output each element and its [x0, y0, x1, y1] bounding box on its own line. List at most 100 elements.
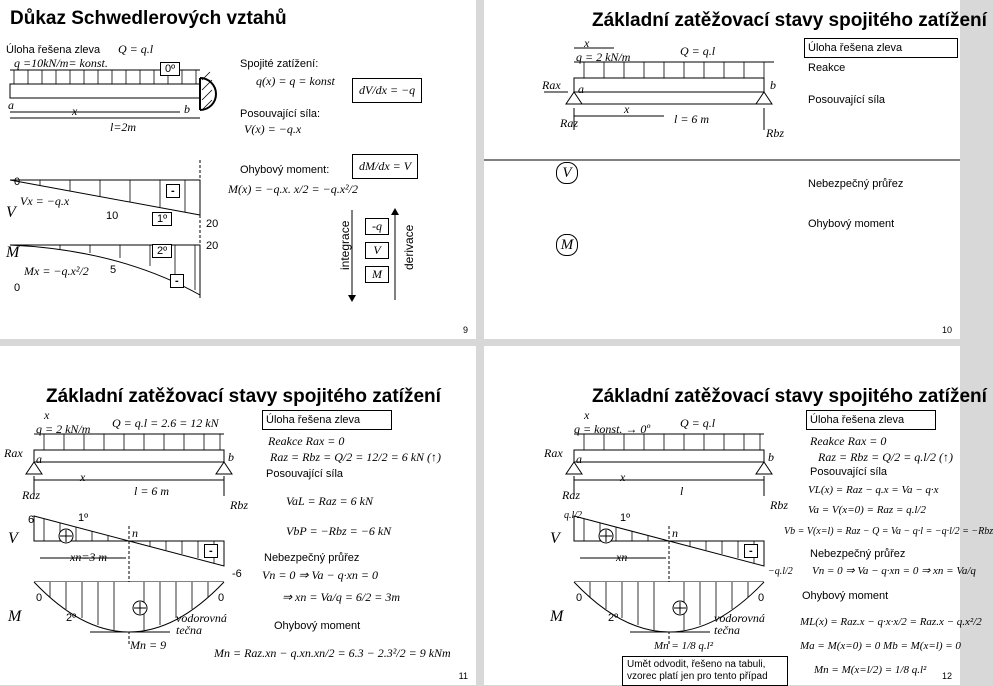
point-b-label: b [184, 102, 190, 116]
x-label: x [584, 408, 590, 422]
m-diagram-label: M [550, 608, 564, 625]
moment-equation-2: Ma = M(x=0) = 0 Mb = M(x=l) = 0 [800, 640, 961, 652]
slide-12-drawing [565, 433, 773, 646]
span-label: l = 6 m [134, 484, 170, 498]
shear-title: Posouvající síla: [240, 108, 321, 120]
danger-heading: Nebezpečný průřez [808, 178, 904, 190]
n-label: n [672, 526, 678, 540]
shear-equation-1: VL(x) = Raz − q.x = Va − q·x [808, 484, 939, 496]
reakce-equation: Reakce Rax = 0 [810, 434, 887, 448]
note-left-solution: Úloha řešena zleva [804, 38, 958, 58]
rbz-label: Rbz [230, 498, 248, 512]
point-a-label: a [36, 452, 42, 466]
point-a-label: a [578, 82, 584, 96]
slide-title: Důkaz Schwedlerových vztahů [10, 8, 287, 29]
shear-equation: V(x) = −q.x [244, 122, 302, 136]
v-minus-sign: - [204, 544, 218, 558]
slide-11-drawing [25, 433, 233, 646]
page-number: 11 [458, 671, 468, 681]
note-left-solution: Úloha řešena zleva [6, 44, 101, 56]
degree-1: 1º [78, 512, 89, 524]
m-zero: 0 [14, 282, 21, 294]
moment-title: Ohybový moment: [240, 164, 330, 176]
footer-note: Umět odvodit, řešeno na tabuli, vzorec p… [622, 656, 788, 686]
slide-10: Základní zatěžovací stavy spojitého zatí… [484, 0, 987, 339]
page-number: 12 [941, 671, 952, 681]
va-equation: VaL = Raz = 6 kN [286, 494, 373, 508]
span-label: l [680, 484, 684, 498]
note-left-solution: Úloha řešena zleva [806, 410, 936, 430]
note-left-solution: Úloha řešena zleva [262, 410, 392, 430]
m-zero-right: 0 [218, 592, 225, 604]
slide-10-drawing [484, 47, 960, 161]
moment-equation: M(x) = −q.x. x/2 = −q.x²/2 [228, 182, 358, 196]
point-b-label: b [228, 450, 234, 464]
shear-equation-2: Va = V(x=0) = Raz = q.l/2 [808, 504, 926, 516]
moment-equation-1: ML(x) = Raz.x − q·x·x/2 = Raz.x − q.x²/2 [800, 616, 982, 628]
moment-equation-3: Mn = M(x=l/2) = 1/8 q.l² [814, 664, 927, 676]
page-number: 9 [462, 325, 468, 335]
point-a-label: a [8, 98, 14, 112]
rax-label: Rax [544, 446, 563, 460]
x-lower-label: x [624, 102, 630, 116]
m-zero-left: 0 [576, 592, 583, 604]
derivace-label: derivace [402, 224, 416, 270]
x-label: x [44, 408, 50, 422]
raz-label: Raz [562, 488, 580, 502]
mx-equation: Mx = −q.x²/2 [24, 264, 89, 278]
raz-label: Raz [560, 116, 578, 130]
m-5: 5 [110, 264, 117, 276]
dv-dx-equation: dV/dx = −q [352, 78, 423, 103]
slide-11: Základní zatěžovací stavy spojitého zatí… [0, 346, 476, 685]
rax-label: Rax [542, 78, 561, 92]
cont-load-equation: q(x) = q = konst [256, 74, 335, 88]
reakce-values: Raz = Rbz = Q/2 = q.l/2 (↑) [818, 450, 953, 464]
m-zero-right: 0 [758, 592, 765, 604]
v-diagram-label: V [550, 530, 560, 547]
v-diagram-label: V [8, 530, 18, 547]
rbz-label: Rbz [766, 126, 784, 140]
degree-1-box: 1º [152, 212, 173, 226]
v-zero: 0 [14, 176, 21, 188]
rax-label: Rax [4, 446, 23, 460]
x-label: x [584, 36, 590, 50]
mn-equation: Mn = Raz.xn − q.xn.xn/2 = 6.3 − 2.3²/2 =… [214, 646, 451, 660]
m-diagram-label: M [6, 244, 20, 261]
resultant-force-label: Q = q.l [118, 42, 154, 56]
cont-load-title: Spojité zatížení: [240, 58, 319, 70]
load-label: q = 2 kN/m [576, 50, 631, 64]
degree-1: 1º [620, 512, 631, 524]
shear-heading: Posouvající síla [810, 466, 888, 478]
point-a-label: a [576, 452, 582, 466]
v-20: 20 [206, 218, 219, 230]
v-minus6-value: -6 [232, 568, 242, 580]
x-lower-label: x [620, 470, 626, 484]
slide-12: Základní zatěžovací stavy spojitého zatí… [484, 346, 993, 686]
vn-equation: Vn = 0 ⇒ Va − q·xn = 0 [262, 568, 379, 582]
load-label: q = konst. → 0º [574, 422, 651, 436]
v-10: 10 [106, 210, 119, 222]
integrace-label: integrace [338, 220, 352, 270]
v-minus-sign: - [166, 184, 180, 198]
xn-label: xn [616, 550, 628, 564]
m-diagram-label: M [8, 608, 22, 625]
stack-q: -q [365, 218, 389, 235]
vx-equation: Vx = −q.x [20, 194, 70, 208]
xn-label: xn=3 m [70, 550, 108, 564]
shear-heading: Posouvající síla [266, 468, 344, 480]
m-circle-label: M [556, 234, 578, 256]
span-label: l = 6 m [674, 112, 710, 126]
point-b-label: b [768, 450, 774, 464]
v-diagram-label: V [6, 204, 16, 221]
xn-equation: ⇒ xn = Va/q = 6/2 = 3m [282, 590, 401, 604]
point-b-label: b [770, 78, 776, 92]
shear-equation-3: Vb = V(x=l) = Raz − Q = Va − q·l = −q·l/… [784, 526, 993, 537]
degree-2-box: 2º [152, 244, 173, 258]
span-label: l=2m [110, 120, 137, 134]
load-label: q = 2 kN/m [36, 422, 91, 436]
dm-dx-equation: dM/dx = V [352, 154, 419, 179]
resultant-force-label: Q = q.l = 2.6 = 12 kN [112, 416, 219, 430]
vn-equation: Vn = 0 ⇒ Va − q·xn = 0 ⇒ xn = Va/q [812, 565, 976, 577]
stack-m: M [365, 266, 389, 283]
vb-equation: VbP = −Rbz = −6 kN [286, 524, 392, 538]
